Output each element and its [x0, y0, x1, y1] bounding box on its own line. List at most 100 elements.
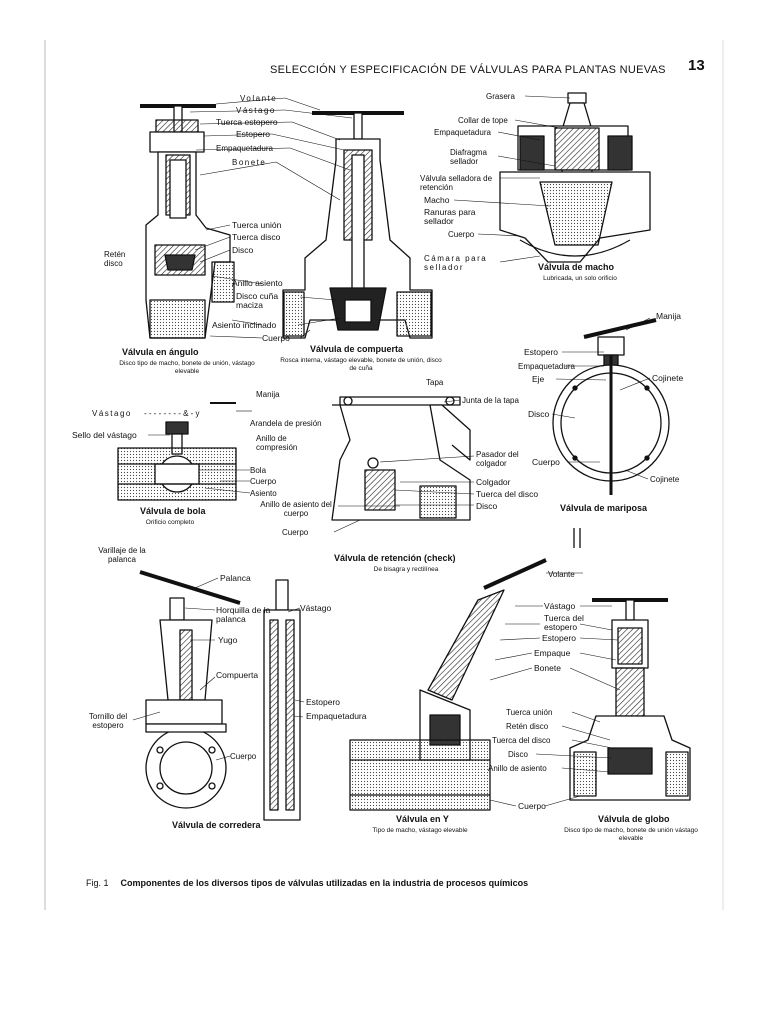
label-yugo: Yugo — [218, 635, 238, 645]
label-estopero-butterfly: Estopero — [524, 347, 559, 357]
label-asiento-ball: Asiento — [250, 489, 277, 498]
plug-valve-subcaption: Lubricada, un solo orificio — [543, 275, 617, 282]
label-cuerpo-plug: Cuerpo — [448, 230, 475, 239]
leader-lines — [132, 95, 651, 807]
label-compuerta: Compuerta — [216, 670, 259, 680]
angle-valve-subcaption: Disco tipo de macho, bonete de unión, vá… — [119, 360, 255, 375]
label-anillo-asiento-y: Anillo de asiento — [488, 764, 547, 773]
label-tuerca-estopero-y: Tuerca del estopero — [544, 613, 584, 632]
label-arandela-presion: Arandela de presión — [250, 419, 322, 428]
label-disco-cuna-maciza: Disco cuña maciza — [236, 291, 279, 310]
label-cuerpo-check: Cuerpo — [282, 528, 309, 537]
y-valve-caption: Válvula en Y — [396, 814, 449, 824]
label-cuerpo-ball: Cuerpo — [250, 477, 277, 486]
label-tuerca-union: Tuerca unión — [232, 220, 282, 230]
y-valve-subcaption: Tipo de macho, vástago elevable — [372, 827, 468, 834]
gate-valve-subcaption: Rosca interna, vástago elevable, bonete … — [280, 357, 442, 372]
angle-valve-caption: Válvula en ángulo — [122, 347, 199, 357]
label-vastago: Vástago — [236, 106, 276, 115]
label-empaquetadura: Empaquetadura — [216, 144, 273, 153]
slide-valve-caption: Válvula de corredera — [172, 820, 261, 830]
angle-valve-drawing — [140, 104, 235, 339]
label-varillaje-palanca: Varillaje de la palanca — [98, 546, 146, 564]
label-macho: Macho — [424, 195, 450, 205]
label-bola: Bola — [250, 466, 267, 475]
label-empaquetadura-butterfly: Empaquetadura — [518, 362, 575, 371]
label-manija-butterfly: Manija — [656, 311, 682, 321]
label-volante-y: Volante — [548, 570, 575, 579]
butterfly-valve-drawing — [552, 318, 670, 548]
label-empaque: Empaque — [534, 648, 571, 658]
label-reten-disco-y: Retén disco — [506, 722, 549, 731]
label-disco-check: Disco — [476, 501, 498, 511]
y-valve-drawing — [349, 558, 547, 811]
label-manija-ball: Manija — [256, 390, 280, 399]
label-vastago-slide: Vástago — [300, 603, 332, 613]
label-bonete-y: Bonete — [534, 663, 561, 673]
check-valve-caption: Válvula de retención (check) — [334, 553, 456, 563]
page-number: 13 — [688, 57, 705, 74]
label-ranuras-para-sellador: Ranuras para sellador — [424, 207, 476, 226]
label-tornillo-estopero: Tornillo del estopero — [88, 712, 128, 730]
label-vastago-ball: Vástago — [92, 409, 132, 418]
label-cuerpo-slide: Cuerpo — [230, 752, 257, 761]
globe-valve-caption: Válvula de globo — [598, 814, 670, 824]
figure-number: Fig. 1 — [86, 878, 109, 888]
label-pasador-colgador: Pasador del colgador — [476, 450, 519, 468]
label-estopero-slide: Estopero — [306, 697, 341, 707]
label-tuerca-del-disco-y: Tuerca del disco — [492, 736, 551, 745]
label-disco-butterfly: Disco — [528, 409, 550, 419]
check-valve-subcaption: De bisagra y rectilínea — [373, 566, 439, 573]
ball-valve-caption: Válvula de bola — [140, 506, 206, 516]
label-cojinete-bottom: Cojinete — [650, 475, 680, 484]
label-colgador: Colgador — [476, 477, 511, 487]
label-grasera: Grasera — [486, 92, 515, 101]
label-empaquetadura-slide: Empaquetadura — [306, 711, 367, 721]
label-tuerca-estopero: Tuerca estopero — [216, 117, 278, 127]
label-eje: Eje — [532, 374, 545, 384]
label-valvula-selladora: Válvula selladora de retención — [420, 174, 493, 192]
label-camara-para-sellador: Cámara para sellador — [424, 254, 488, 272]
label-anillo-asiento: Anillo asiento — [232, 278, 283, 288]
label-volante: Volante — [240, 94, 278, 103]
label-bonete: Bonete — [232, 158, 267, 167]
label-horquilla-palanca: Horquilla de la palanca — [216, 605, 271, 624]
page-edge-right — [722, 40, 724, 910]
label-diafragma-sellador: Diafragma sellador — [450, 148, 487, 166]
plug-valve-drawing — [499, 92, 651, 263]
label-vastago-dots: - - - - - - - - & - y — [144, 409, 200, 418]
label-asiento-inclinado: Asiento inclinado — [212, 320, 277, 330]
figure-caption: Fig. 1 Componentes de los diversos tipos … — [86, 878, 528, 888]
label-anillo-compresion: Anillo de compresión — [256, 434, 298, 452]
globe-valve-subcaption: Disco tipo de macho, bonete de unión vás… — [564, 827, 698, 842]
butterfly-valve-caption: Válvula de mariposa — [560, 503, 648, 513]
gate-valve-caption: Válvula de compuerta — [310, 344, 404, 354]
label-cuerpo-y: Cuerpo — [518, 801, 546, 811]
label-tuerca-del-disco: Tuerca del disco — [476, 489, 539, 499]
label-disco: Disco — [232, 245, 254, 255]
label-disco-y: Disco — [508, 750, 529, 759]
label-anillo-asiento-cuerpo: Anillo de asiento del cuerpo — [260, 500, 332, 518]
label-estopero: Estopero — [236, 129, 271, 139]
label-vastago-y: Vástago — [544, 601, 576, 611]
label-cuerpo: Cuerpo — [262, 333, 290, 343]
plug-valve-caption: Válvula de macho — [538, 262, 615, 272]
label-estopero-y: Estopero — [542, 633, 577, 643]
label-palanca: Palanca — [220, 573, 251, 583]
label-sello-vastago: Sello del vástago — [72, 430, 137, 440]
label-tuerca-union-y: Tuerca unión — [506, 708, 553, 717]
label-junta-tapa: Junta de la tapa — [462, 396, 519, 405]
label-reten-disco: Retén disco — [104, 250, 126, 268]
label-cuerpo-butterfly: Cuerpo — [532, 457, 560, 467]
label-tuerca-disco: Tuerca disco — [232, 232, 281, 242]
figure-caption-text: Componentes de los diversos tipos de vál… — [120, 878, 529, 888]
label-cojinete-top: Cojinete — [652, 373, 684, 383]
ball-valve-subcaption: Orificio completo — [145, 519, 195, 526]
page-header-title: SELECCIÓN Y ESPECIFICACIÓN DE VÁLVULAS P… — [270, 64, 666, 76]
label-collar-de-tope: Collar de tope — [458, 116, 508, 125]
page-edge-left — [44, 40, 46, 910]
label-tapa: Tapa — [426, 378, 444, 387]
label-empaquetadura-plug: Empaquetadura — [434, 128, 491, 137]
check-valve-drawing — [331, 396, 471, 521]
